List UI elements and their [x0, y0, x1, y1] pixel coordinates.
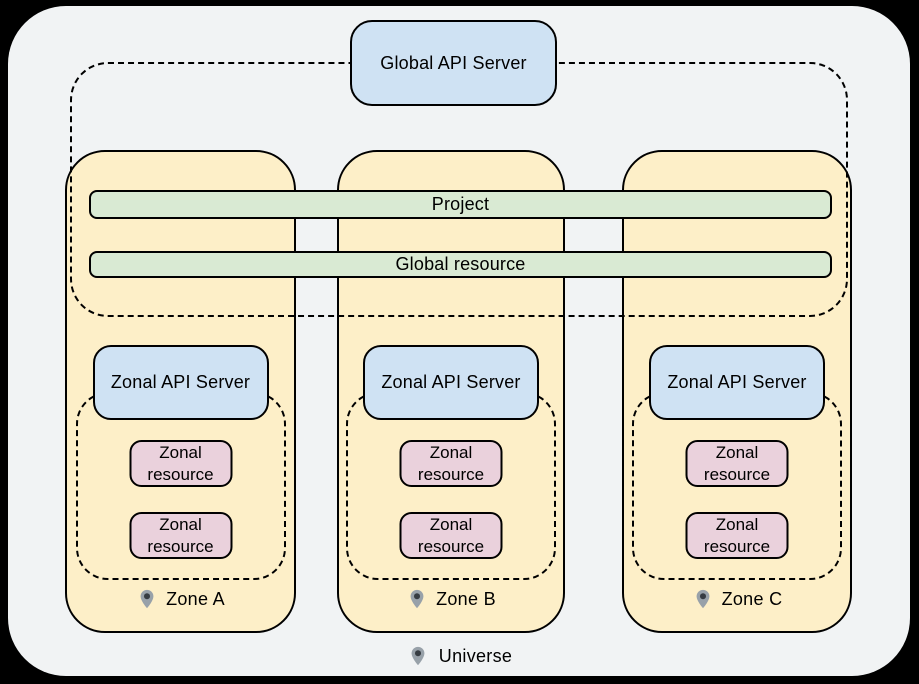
zone-a-label-text: Zone A: [166, 588, 225, 609]
location-pin-icon: [140, 589, 154, 609]
location-pin-icon: [410, 589, 424, 609]
zone-c-label-text: Zone C: [721, 588, 783, 609]
zone-c-zonal-resource-2: Zonal resource: [685, 512, 789, 559]
universe-label-text: Universe: [438, 645, 513, 666]
zone-c-zonal-resource-1: Zonal resource: [685, 440, 789, 487]
zone-a-zonal-resource-1-label: Zonal resource: [147, 443, 214, 484]
zone-a-label: Zone A: [67, 588, 294, 610]
zone-b-zonal-api-server-label: Zonal API Server: [381, 372, 521, 392]
global-api-server-label: Global API Server: [380, 52, 527, 73]
zone-c-zonal-api-server-box: Zonal API Server: [649, 345, 825, 420]
global-resource-bar-label: Global resource: [395, 254, 526, 274]
zone-b-label-text: Zone B: [436, 588, 496, 609]
project-bar: Project: [89, 190, 832, 219]
zone-a-zonal-resource-2-label: Zonal resource: [147, 515, 214, 556]
zone-c-label: Zone C: [624, 588, 850, 610]
zone-c-zonal-api-server-label: Zonal API Server: [667, 372, 807, 392]
global-resource-bar: Global resource: [89, 251, 832, 278]
universe-label: Universe: [0, 645, 919, 667]
zone-a-zonal-resource-1: Zonal resource: [129, 440, 232, 487]
zone-b-label: Zone B: [339, 588, 563, 610]
zone-b-box: Zonal API Server Zonal resource Zonal re…: [337, 150, 565, 633]
zone-a-zonal-resource-2: Zonal resource: [129, 512, 232, 559]
location-pin-icon: [696, 589, 709, 609]
zone-b-zonal-resource-2-label: Zonal resource: [417, 515, 485, 556]
zone-c-zonal-resource-1-label: Zonal resource: [703, 443, 771, 484]
zone-b-zonal-resource-2: Zonal resource: [399, 512, 503, 559]
project-bar-label: Project: [431, 194, 490, 214]
zone-a-zonal-api-server-label: Zonal API Server: [110, 372, 251, 392]
zone-a-box: Zonal API Server Zonal resource Zonal re…: [65, 150, 296, 633]
zone-c-box: Zonal API Server Zonal resource Zonal re…: [622, 150, 852, 633]
zone-a-zonal-api-server-box: Zonal API Server: [92, 345, 269, 420]
zone-c-zonal-resource-2-label: Zonal resource: [703, 515, 771, 556]
global-api-server-box: Global API Server: [350, 20, 557, 106]
location-pin-icon: [411, 646, 425, 666]
zone-b-zonal-api-server-box: Zonal API Server: [363, 345, 539, 420]
zone-b-zonal-resource-1: Zonal resource: [399, 440, 503, 487]
zone-b-zonal-resource-1-label: Zonal resource: [417, 443, 485, 484]
